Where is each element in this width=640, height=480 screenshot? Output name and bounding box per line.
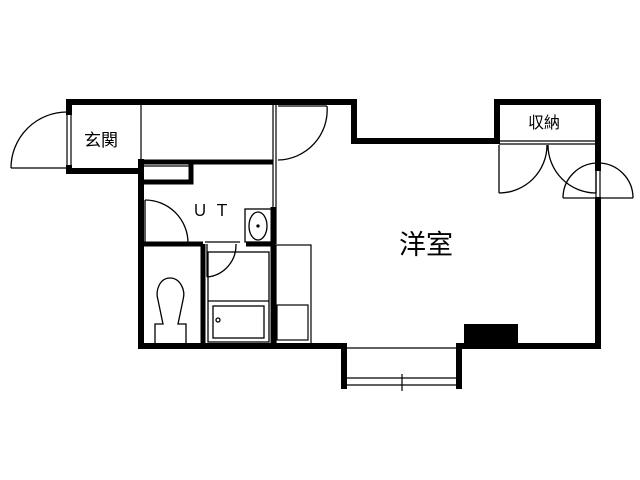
fixtures [154,208,273,343]
thin-lines [66,104,601,391]
toilet-icon [154,277,187,343]
sink-icon [244,208,273,243]
room-label-utility: ＵＴ [192,201,237,220]
room-label-western-room: 洋室 [399,230,453,261]
bath-icon [207,251,270,343]
interior-walls [141,159,276,346]
doors [10,105,634,278]
room-label-entrance: 玄関 [84,131,118,151]
room-label-storage: 収納 [528,113,561,132]
pillar [464,324,518,348]
